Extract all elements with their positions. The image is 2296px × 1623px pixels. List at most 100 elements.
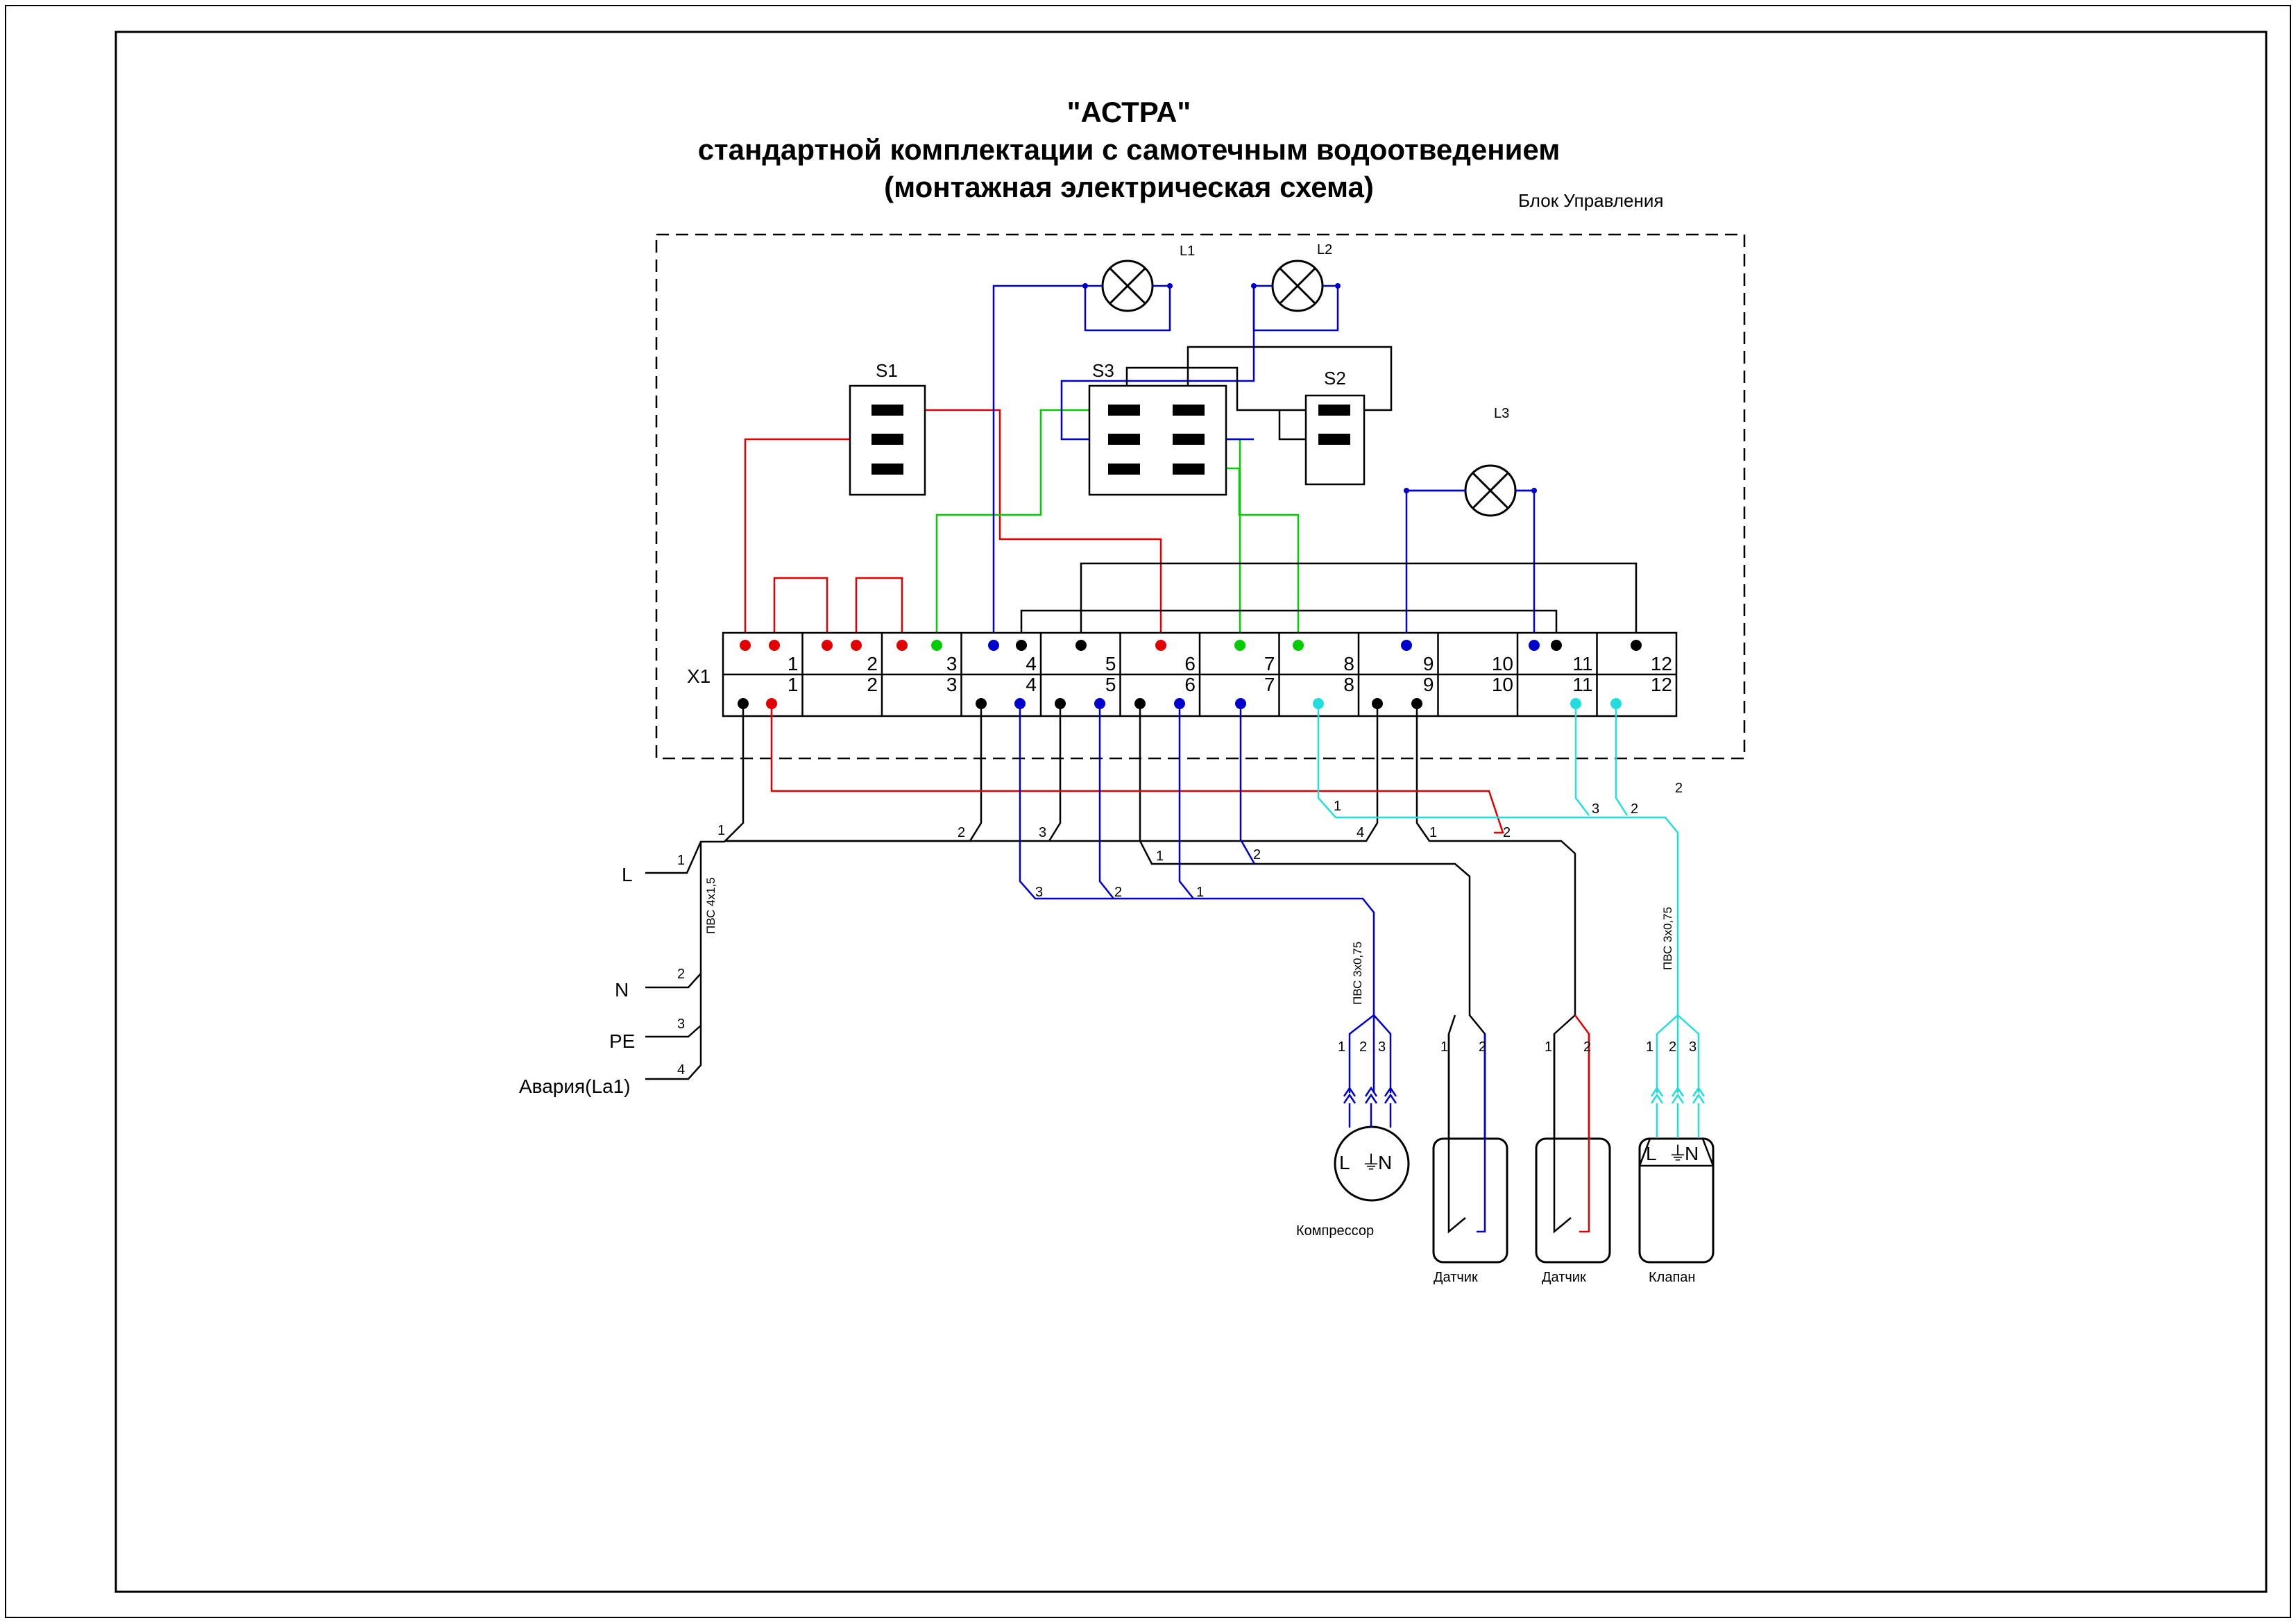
wire-number: 2: [1359, 1039, 1367, 1055]
wire-number: 1: [1156, 849, 1164, 864]
terminal-number-lower: 3: [946, 674, 958, 695]
terminal-number-lower: 4: [1026, 674, 1037, 695]
valve-pin-l: L: [1646, 1143, 1657, 1164]
valve-pin-n: N: [1685, 1143, 1699, 1164]
wire-number: 4: [677, 1062, 685, 1078]
terminal-block-x1: [722, 631, 1678, 717]
wire-number: 4: [1357, 825, 1364, 840]
compressor-earth-icon: ⏚: [1361, 1152, 1381, 1173]
lamp-l2-icon: [1251, 260, 1341, 312]
terminal-number-upper: 10: [1492, 653, 1513, 674]
terminal-number-upper: 9: [1423, 653, 1434, 674]
lamp-l3-icon: [1404, 464, 1537, 517]
wire-number: 3: [1378, 1039, 1386, 1055]
compressor-pin-l: L: [1339, 1152, 1350, 1173]
valve-cable-label: ПВС 3х0,75: [1661, 907, 1674, 970]
switch-s1-label: S1: [876, 360, 898, 381]
terminal-block-x1-label: X1: [687, 665, 711, 687]
terminal-number-lower: 5: [1105, 674, 1116, 695]
terminal-number-lower: 8: [1343, 674, 1354, 695]
wire-number: 2: [1253, 847, 1261, 863]
wire-number: 3: [1039, 825, 1046, 840]
wire-number: 2: [677, 967, 685, 982]
wire-number: 2: [1479, 1039, 1486, 1055]
wire-number: 1: [1440, 1039, 1448, 1055]
wire-number: 1: [1334, 799, 1341, 814]
wire-number: 1: [1196, 885, 1204, 900]
terminal-number-upper: 11: [1572, 653, 1592, 674]
wire-number: 2: [1583, 1039, 1591, 1055]
valve-label: Клапан: [1649, 1270, 1695, 1285]
switch-s2-icon: [1304, 394, 1366, 486]
terminal-number-upper: 1: [788, 653, 799, 674]
terminal-number-lower: 1: [788, 674, 799, 695]
power-input-alarm: Авария(La1): [519, 1076, 631, 1097]
wire-number: 3: [677, 1017, 685, 1032]
compressor-pin-n: N: [1378, 1152, 1392, 1173]
terminal-number-lower: 9: [1423, 674, 1434, 695]
wire-number: 2: [1631, 801, 1638, 817]
terminal-number-upper: 5: [1105, 653, 1116, 674]
terminal-number-upper: 8: [1343, 653, 1354, 674]
power-cable-label: ПВС 4х1,5: [704, 877, 717, 934]
compressor-cable-label: ПВС 3х0,75: [1351, 942, 1364, 1005]
terminal-number-lower: 6: [1184, 674, 1196, 695]
switch-s3-icon: [1088, 384, 1227, 496]
compressor-label: Компрессор: [1296, 1223, 1374, 1239]
wire-number: 1: [1646, 1039, 1653, 1055]
lamp-l2-label: L2: [1317, 242, 1332, 257]
wire-number: 3: [1689, 1039, 1697, 1055]
sensor-2-icon: [1535, 1034, 1611, 1264]
wire-number: 1: [677, 853, 685, 868]
wire-number: 2: [1114, 885, 1122, 900]
power-input-l: L: [622, 864, 633, 885]
power-input-pe: PE: [609, 1030, 635, 1052]
wire-number: 1: [1545, 1039, 1552, 1055]
terminal-lower-dots: [738, 698, 1622, 709]
switch-s3-label: S3: [1092, 360, 1114, 381]
outer-frame: [5, 5, 2291, 1618]
wire-number: 2: [958, 825, 965, 840]
control-block-boundary: [655, 233, 1746, 760]
inner-frame: [114, 31, 2268, 1593]
switch-s1-icon: [849, 384, 926, 496]
power-input-n: N: [615, 979, 629, 1001]
valve-icon: [1638, 1086, 1715, 1264]
wire-number: 1: [1338, 1039, 1345, 1055]
compressor-icon: [1334, 1086, 1410, 1202]
wire-number: 1: [1429, 825, 1437, 840]
terminal-number-upper: 2: [867, 653, 878, 674]
sensor-1-label: Датчик: [1434, 1270, 1478, 1285]
terminal-number-upper: 12: [1651, 653, 1672, 674]
wire-number: 2: [1675, 781, 1683, 796]
terminal-number-upper: 4: [1026, 653, 1037, 674]
terminal-number-upper: 6: [1184, 653, 1196, 674]
sensor-1-icon: [1432, 1034, 1508, 1264]
terminal-upper-dots: [740, 640, 1642, 651]
lamp-l1-label: L1: [1180, 244, 1195, 259]
switch-s2-label: S2: [1324, 368, 1346, 389]
control-block-label: Блок Управления: [1518, 190, 1663, 211]
title-line-1: "АСТРА": [1067, 96, 1191, 128]
terminal-number-upper: 3: [946, 653, 958, 674]
valve-earth-icon: ⏚: [1668, 1143, 1687, 1164]
title-line-3: (монтажная электрическая схема): [884, 171, 1374, 203]
terminal-number-upper: 7: [1264, 653, 1275, 674]
wire-number: 3: [1035, 885, 1043, 900]
lamp-l3-label: L3: [1494, 406, 1509, 421]
wire-number: 2: [1503, 825, 1511, 840]
terminal-number-lower: 2: [867, 674, 878, 695]
wire-number: 3: [1592, 801, 1599, 817]
lamp-l1-icon: [1082, 260, 1173, 312]
sensor-2-label: Датчик: [1542, 1270, 1586, 1285]
terminal-number-lower: 7: [1264, 674, 1275, 695]
title-line-2: стандартной комплектации с самотечным во…: [698, 133, 1561, 166]
terminal-number-lower: 10: [1492, 674, 1513, 695]
wire-number: 2: [1669, 1039, 1676, 1055]
wire-number: 1: [717, 823, 725, 838]
external-wiring: [645, 704, 1700, 1233]
terminal-number-lower: 11: [1572, 674, 1592, 695]
